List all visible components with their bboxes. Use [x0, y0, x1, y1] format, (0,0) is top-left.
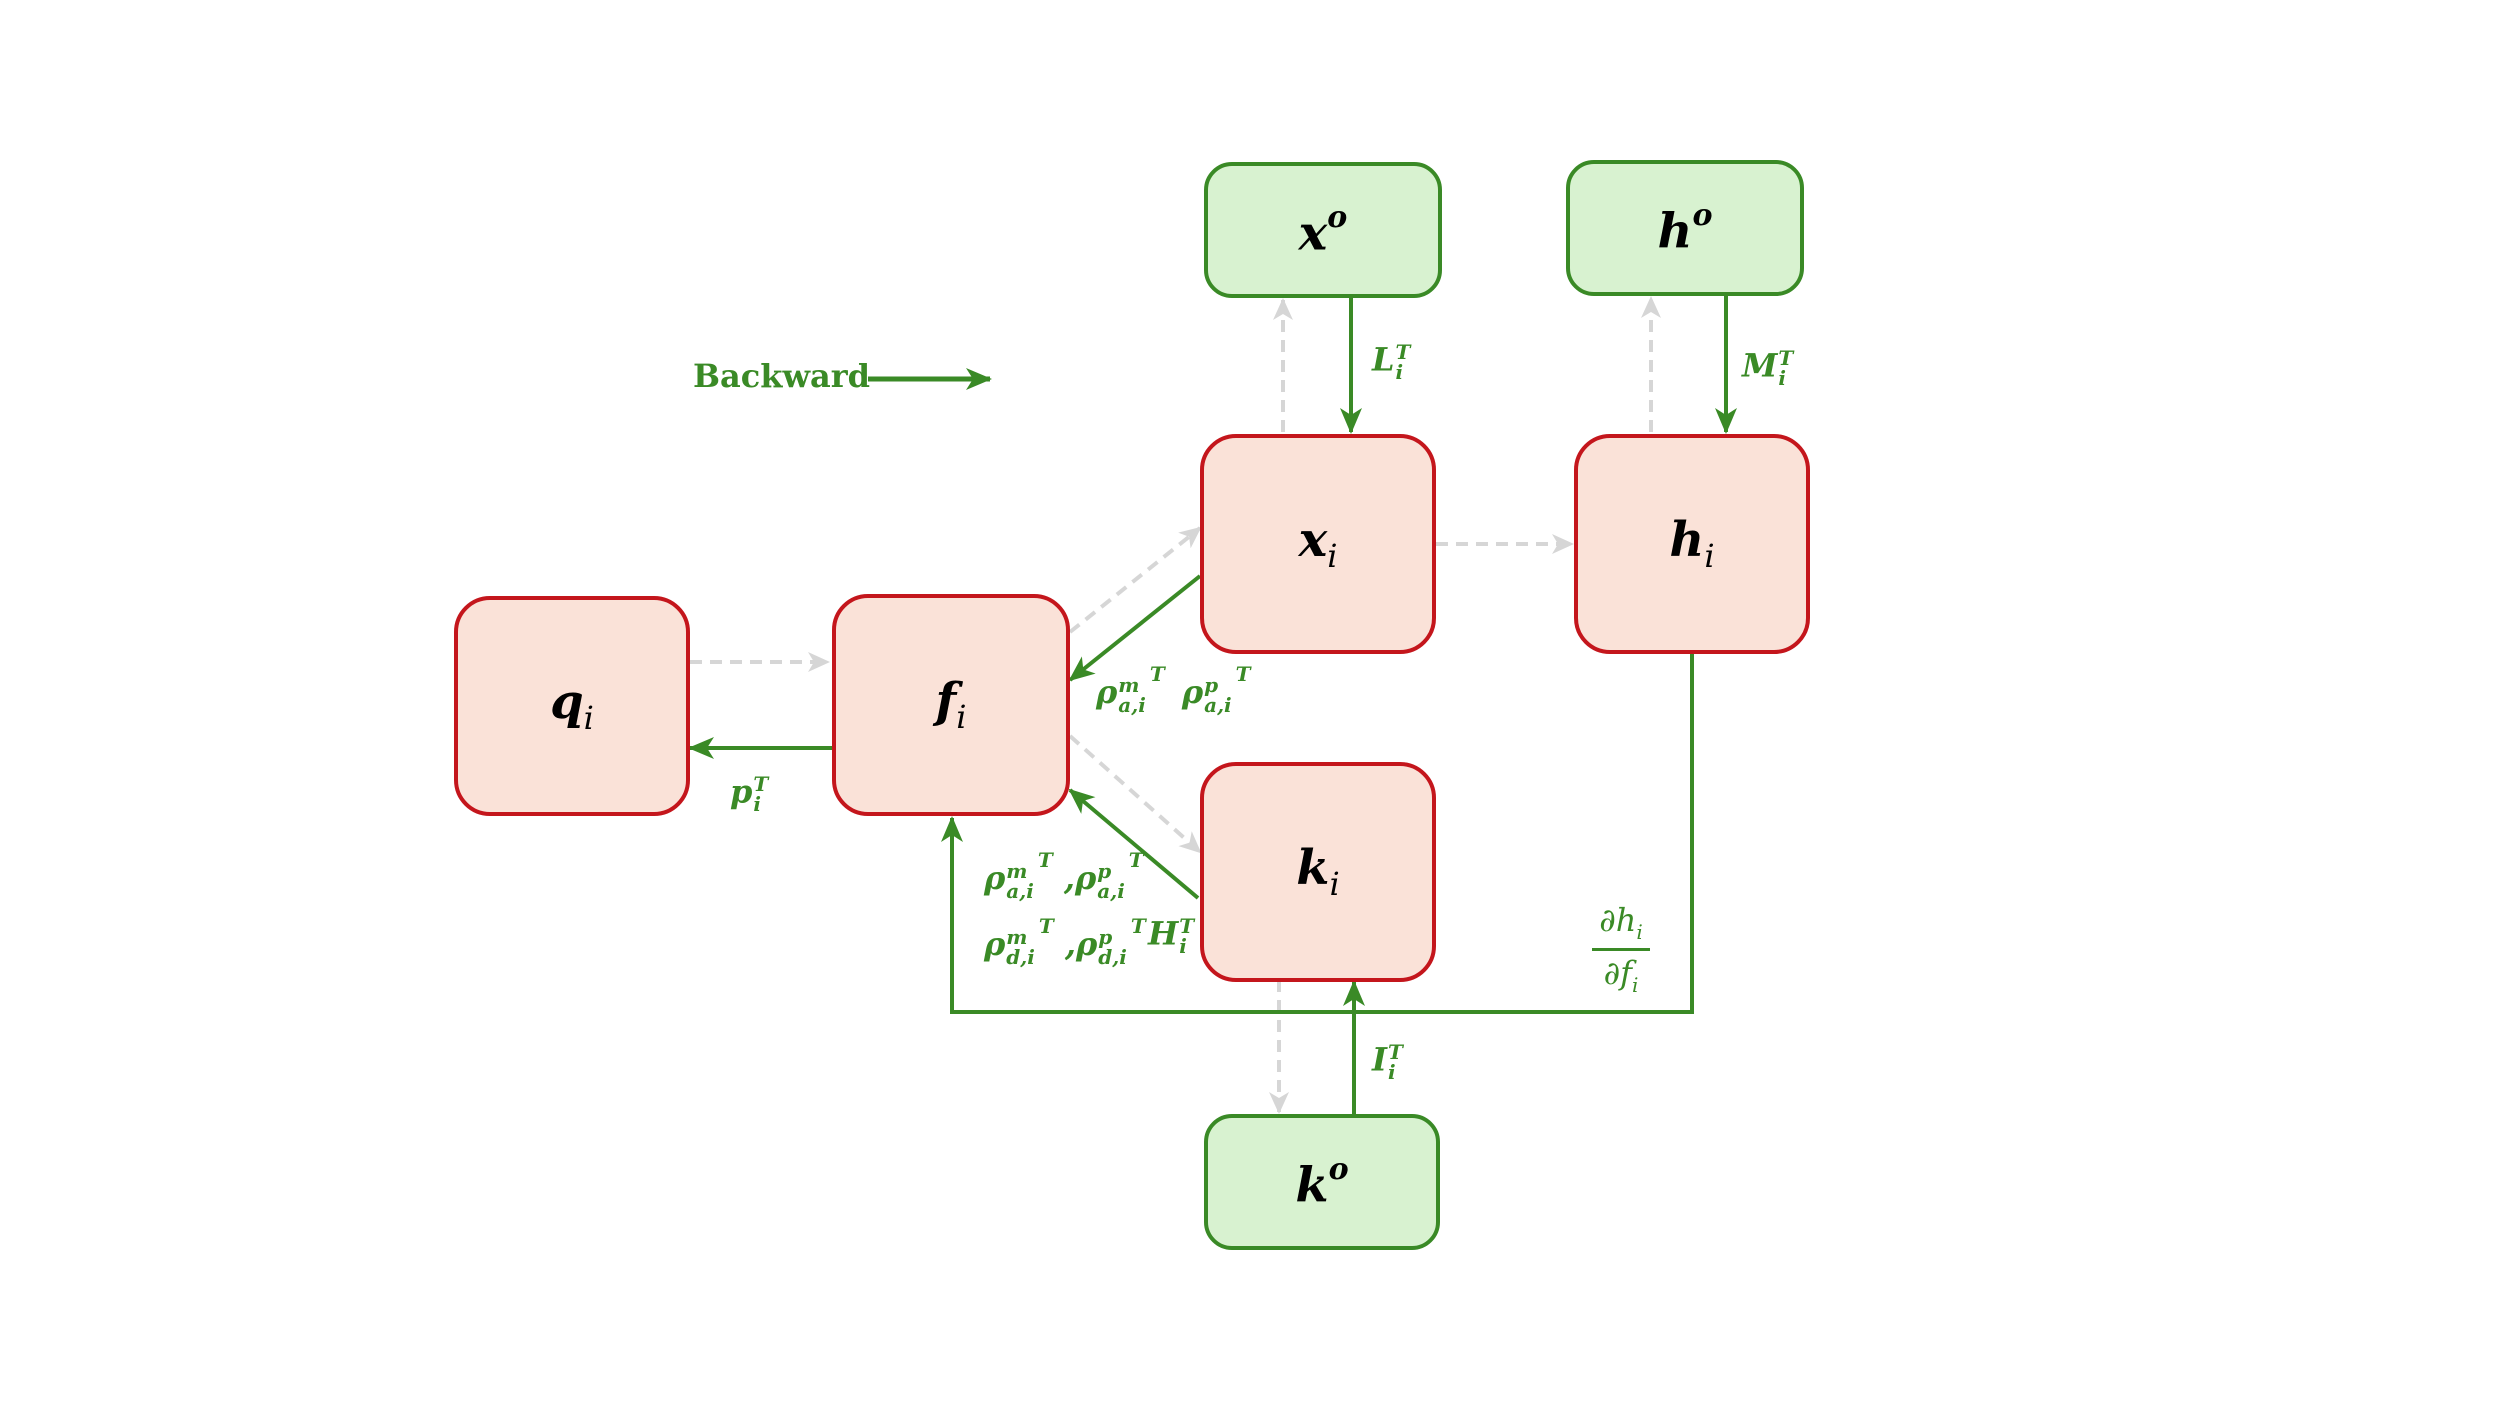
backward-edge-x-to-f — [1068, 574, 1202, 682]
node-f: fi — [832, 594, 1070, 816]
node-x-base: x — [1298, 511, 1328, 568]
node-xo-base: x — [1298, 205, 1328, 262]
node-ko: ko — [1204, 1114, 1440, 1250]
node-ko-base: k — [1295, 1157, 1329, 1214]
legend-label: Backward — [693, 357, 870, 395]
node-ho: ho — [1566, 160, 1804, 296]
label-dh-df-num: ∂hi — [1599, 901, 1643, 944]
node-q-sub: i — [583, 699, 594, 738]
node-xo-sup: o — [1327, 199, 1348, 235]
node-h-base: h — [1669, 511, 1705, 568]
backward-edge-k-to-f — [1068, 788, 1200, 900]
node-q: qi — [454, 596, 690, 816]
label-dh-df: ∂hi ∂fi — [1592, 904, 1650, 995]
node-xo: xo — [1204, 162, 1442, 298]
label-dh-df-den: ∂fi — [1603, 954, 1639, 997]
node-x: xi — [1200, 434, 1436, 654]
node-ko-sup: o — [1328, 1151, 1349, 1187]
backward-edge-h-to-f — [941, 654, 1694, 1014]
node-k-base: k — [1296, 839, 1330, 896]
node-k: ki — [1200, 762, 1436, 982]
node-f-base: f — [935, 672, 957, 729]
node-x-sub: i — [1327, 537, 1338, 576]
node-ho-sup: o — [1692, 197, 1713, 233]
label-dh-df-bar — [1592, 948, 1650, 951]
node-h: hi — [1574, 434, 1810, 654]
node-q-base: q — [550, 673, 584, 730]
forward-edge-f-to-x — [1068, 526, 1202, 634]
node-f-sub: i — [956, 698, 967, 737]
node-h-sub: i — [1704, 537, 1715, 576]
node-ho-base: h — [1657, 203, 1693, 260]
node-k-sub: i — [1329, 865, 1340, 904]
forward-edge-f-to-k — [1068, 734, 1202, 854]
